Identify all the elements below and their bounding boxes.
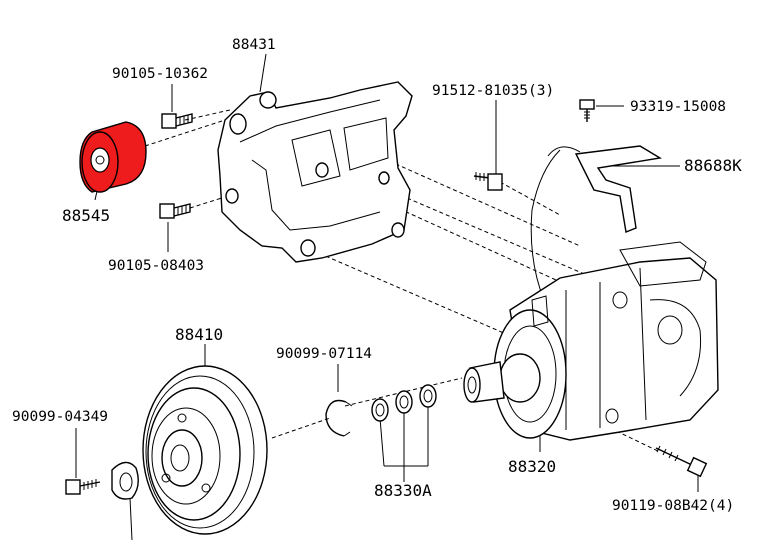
label-90099-04349: 90099-04349: [12, 409, 108, 425]
clip-part: [111, 461, 139, 500]
bolt-90119-08B42: [655, 445, 708, 478]
label-90119-08B42: 90119-08B42(4): [612, 498, 734, 514]
wire-bracket-88688K: [530, 145, 663, 301]
label-90105-10362: 90105-10362: [112, 66, 208, 82]
idler-pulley-88545[interactable]: [79, 121, 147, 193]
bolt-90105-10362: [161, 113, 193, 129]
label-88320: 88320: [508, 457, 556, 476]
screw-93319-15008: [579, 99, 595, 122]
snap-ring-90099-07114: [325, 399, 353, 437]
label-88410: 88410: [175, 325, 223, 344]
label-88431: 88431: [232, 37, 276, 53]
label-91512-81035: 91512-81035(3): [432, 83, 554, 99]
label-90105-08403: 90105-08403: [108, 258, 204, 274]
bolt-90105-08403: [159, 203, 191, 219]
bolt-90099-04349: [65, 479, 101, 495]
label-88330A: 88330A: [374, 481, 432, 500]
clutch-pulley-88410: [142, 365, 268, 535]
shims-88330A: [371, 384, 437, 422]
leader-lines: [75, 53, 699, 541]
bolt-91512-81035: [473, 172, 503, 191]
label-88688K: 88688K: [684, 156, 742, 175]
bracket-88431: [217, 81, 413, 263]
compressor-88320: [463, 241, 719, 441]
label-93319-15008: 93319-15008: [630, 99, 726, 115]
label-90099-07114: 90099-07114: [276, 346, 372, 362]
label-88545: 88545: [62, 206, 110, 225]
